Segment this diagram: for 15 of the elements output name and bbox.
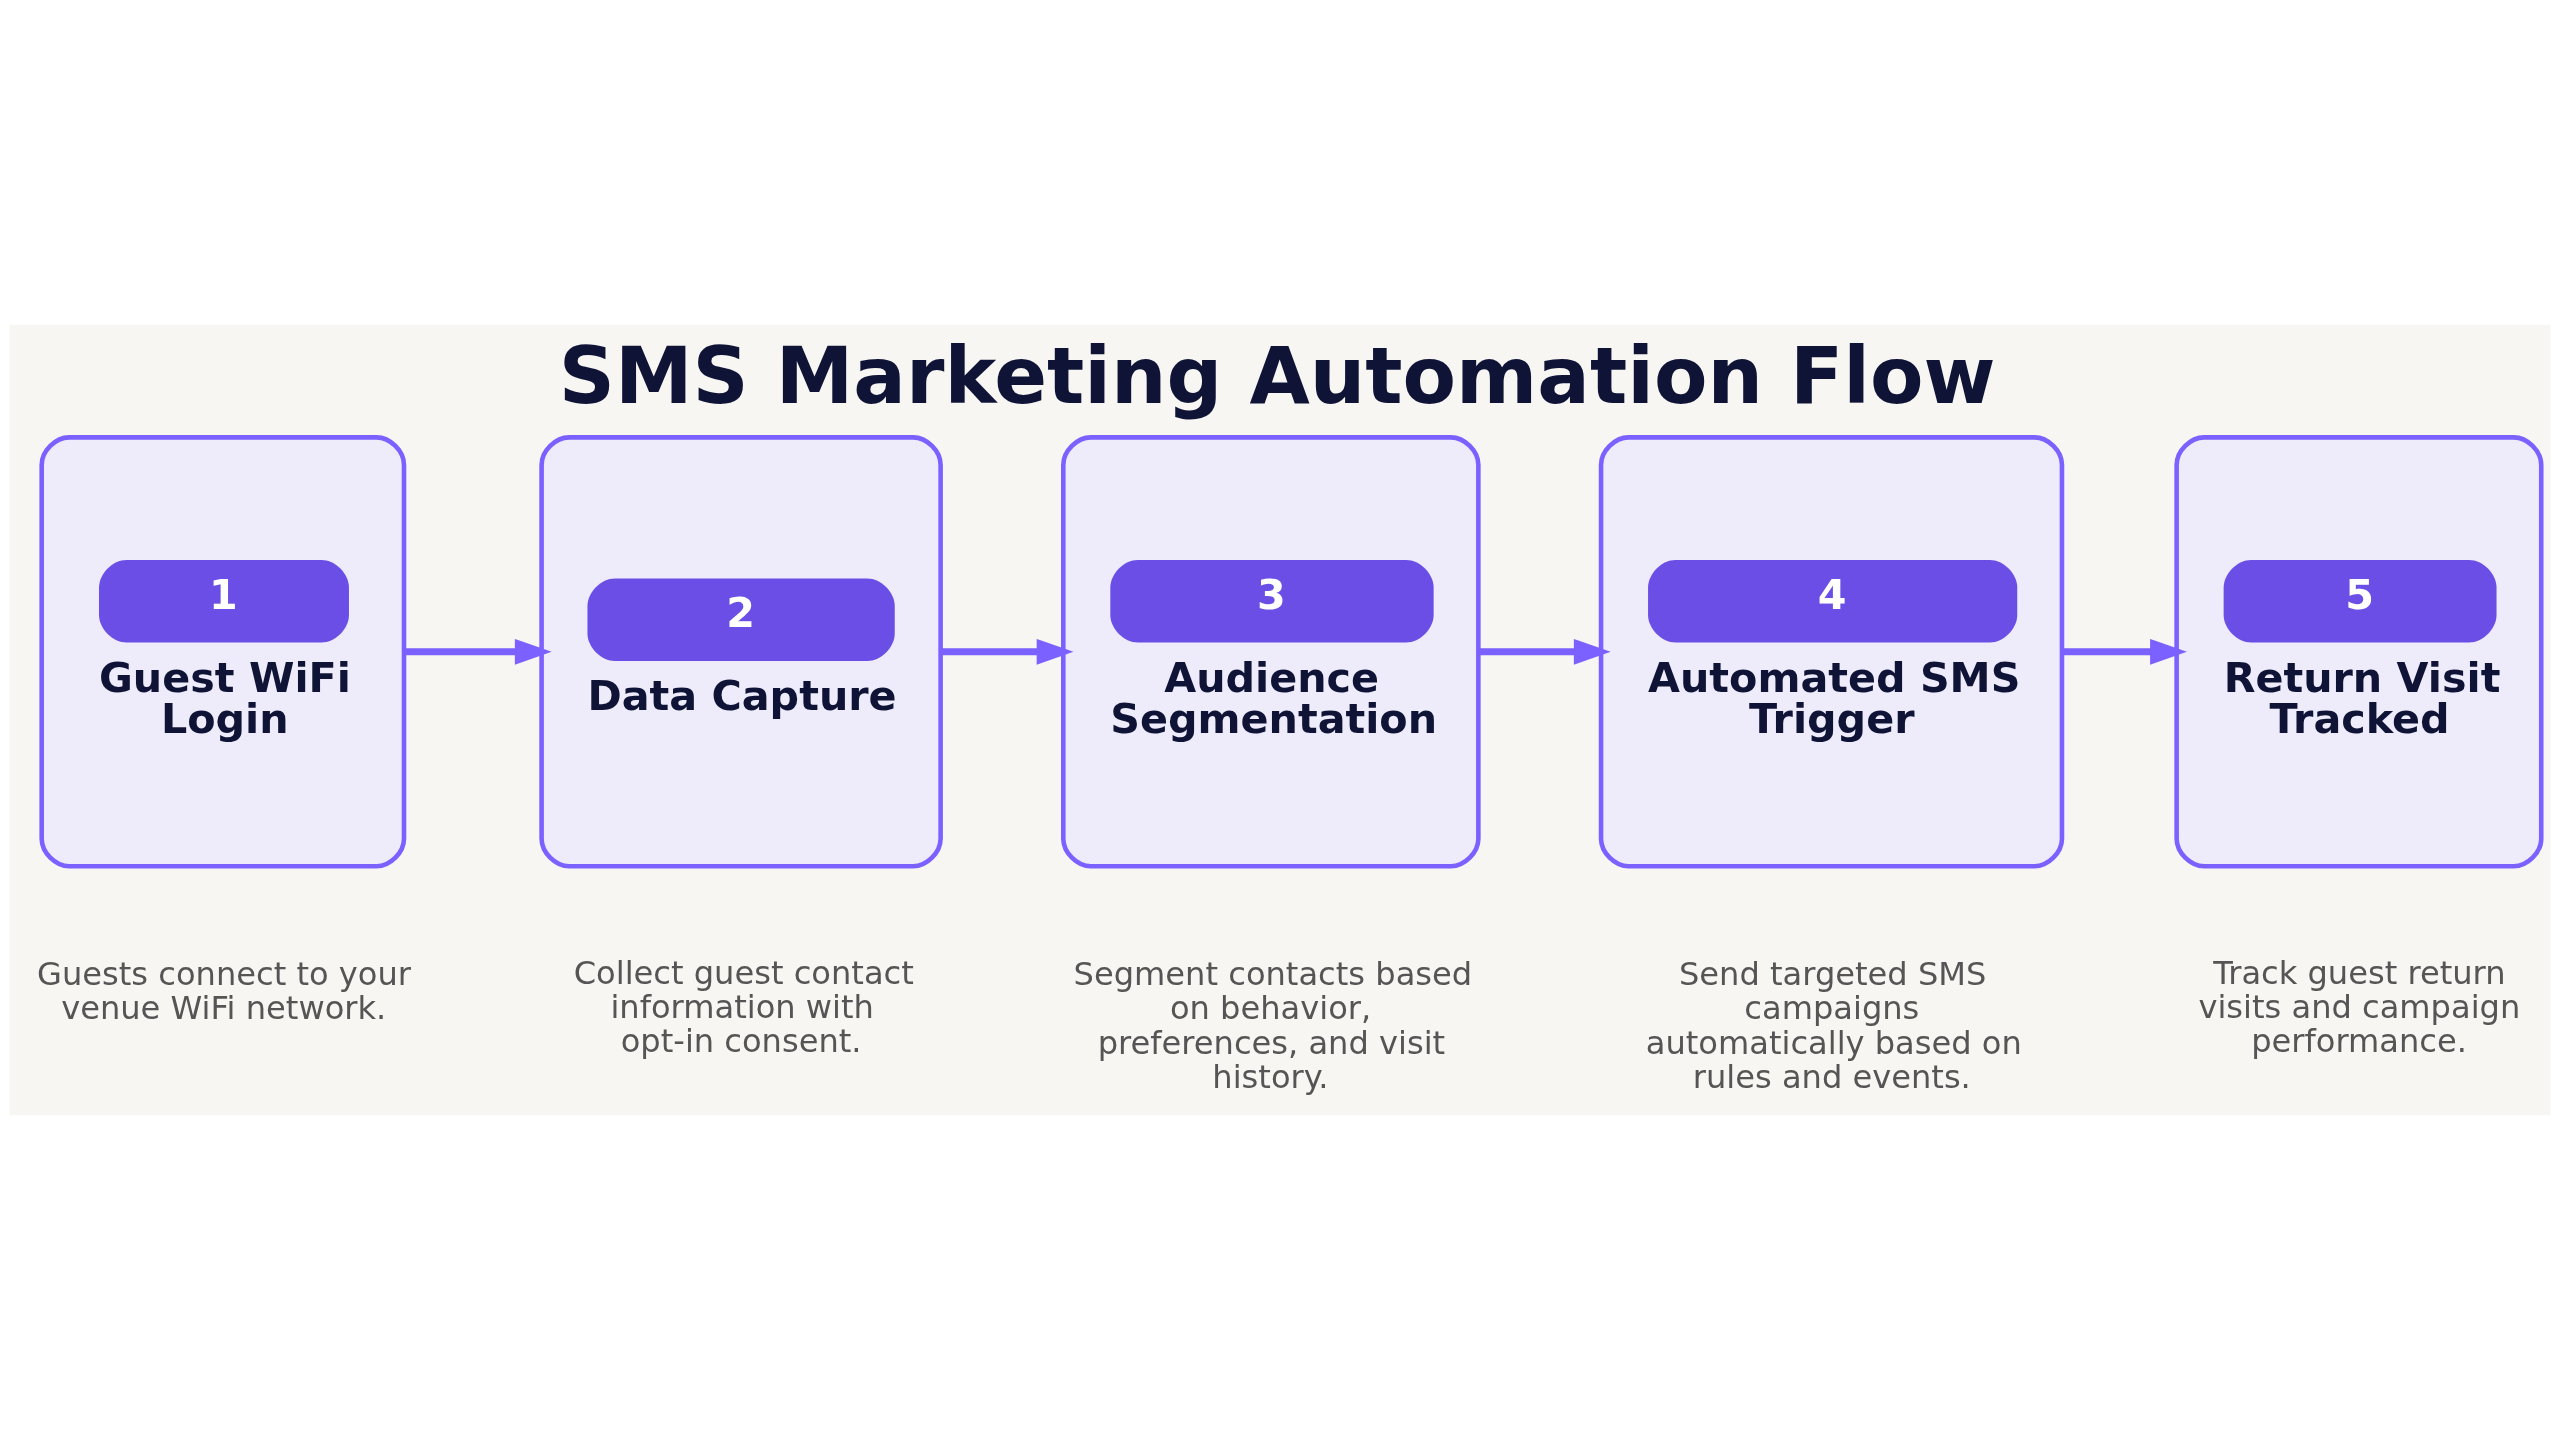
arrow [941, 638, 1074, 665]
node-label: Guests connect to your venue WiFi network. [37, 954, 411, 1028]
node-label: Send targeted SMS campaigns automatically based on rules and events. [1645, 954, 2022, 1096]
node-label: Track guest return visits and campaign performance. [2198, 953, 2521, 1061]
node-box: 5 Return Visit Tracked [2174, 435, 2544, 869]
diagram-title: SMS Marketing Automation Flow [558, 331, 1996, 422]
node-box: 3 Audience Segmentation [1061, 435, 1481, 869]
node-box: 2 Data Capture [539, 435, 943, 869]
node-label: Segment contacts based on behavior, preferences, and visit history. [1073, 954, 1473, 1096]
arrow [404, 638, 552, 665]
node-box: 1 Guest WiFi Login [39, 435, 407, 869]
arrow [1478, 638, 1611, 665]
node-label: Collect guest contact information with opt-in consent. [573, 953, 914, 1061]
node-box: 4 Automated SMS Trigger [1598, 435, 2065, 869]
arrow [2062, 638, 2187, 665]
